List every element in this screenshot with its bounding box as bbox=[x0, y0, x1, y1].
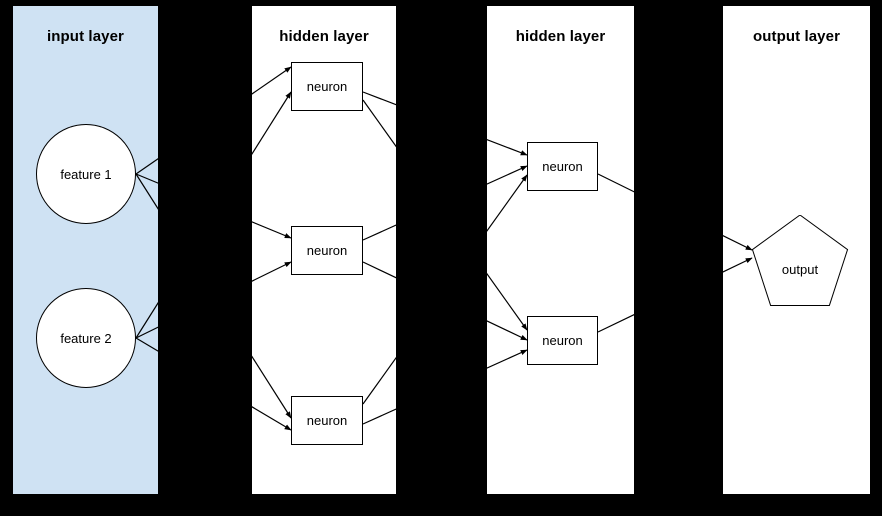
node-box-hidden-1-1[interactable]: neuron bbox=[291, 226, 363, 275]
node-label: output bbox=[781, 261, 819, 277]
layer-title-hidden-1: hidden layer bbox=[279, 28, 369, 45]
layer-panel-input: input layer bbox=[13, 6, 158, 494]
layer-title-output: output layer bbox=[752, 28, 841, 45]
node-label: neuron bbox=[306, 79, 348, 94]
layer-title-hidden-2: hidden layer bbox=[515, 28, 606, 45]
node-label: neuron bbox=[542, 333, 583, 348]
node-box-hidden-1-0[interactable]: neuron bbox=[291, 62, 363, 111]
pentagon-shape bbox=[751, 215, 849, 306]
node-pentagon-output-0[interactable]: output bbox=[750, 215, 850, 315]
layer-panel-hidden-2: hidden layer bbox=[487, 6, 634, 494]
node-box-hidden-1-2[interactable]: neuron bbox=[291, 396, 363, 445]
layer-title-input: input layer bbox=[47, 28, 124, 45]
node-label: feature 2 bbox=[60, 330, 112, 346]
node-circle-input-0[interactable]: feature 1 bbox=[36, 124, 136, 224]
node-label: neuron bbox=[542, 159, 583, 174]
node-label: neuron bbox=[306, 243, 348, 258]
node-circle-input-1[interactable]: feature 2 bbox=[36, 288, 136, 388]
node-label: neuron bbox=[306, 413, 348, 428]
node-box-hidden-2-0[interactable]: neuron bbox=[527, 142, 598, 191]
node-label: feature 1 bbox=[60, 166, 112, 182]
node-box-hidden-2-1[interactable]: neuron bbox=[527, 316, 598, 365]
